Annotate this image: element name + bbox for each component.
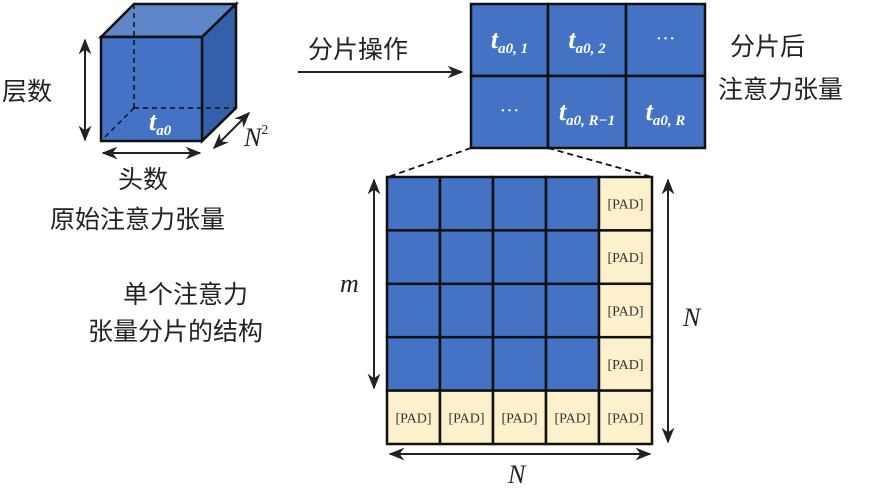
pad-label: [PAD]: [607, 251, 643, 266]
ellipsis-label: ···: [656, 28, 676, 50]
pad-label: [PAD]: [607, 305, 643, 320]
structure-caption-line1: 单个注意力: [123, 280, 248, 309]
pad-label: [PAD]: [554, 411, 590, 426]
pad-label: [PAD]: [395, 411, 431, 426]
data-cell: [438, 282, 495, 339]
original-tensor-cube: ta0: [97, 1, 240, 144]
depth-label: N2: [243, 123, 268, 152]
data-cell: [385, 282, 442, 339]
shard-cell: [469, 74, 550, 150]
pad-label: [PAD]: [501, 411, 537, 426]
data-cell: [438, 175, 495, 232]
pad-cell: [438, 389, 495, 446]
data-cell: [544, 335, 601, 392]
shard-tensor-label: ta0, R−1: [559, 97, 615, 129]
heads-label: 头数: [118, 165, 168, 194]
data-cell: [491, 282, 548, 339]
data-cell: [385, 175, 442, 232]
original-tensor-caption: 原始注意力张量: [50, 205, 225, 234]
sharded-caption-line1: 分片后: [730, 32, 805, 61]
shard-cell: [469, 2, 550, 78]
data-cell: [385, 229, 442, 286]
sharded-caption-line2: 注意力张量: [718, 75, 843, 104]
data-cell: [544, 229, 601, 286]
n-bottom-label: N: [507, 460, 527, 488]
shard-cell: [624, 74, 707, 150]
cube-hidden-edges: [100, 4, 236, 142]
m-label: m: [340, 269, 359, 298]
sharded-tensor-grid: ta0, 1 ta0, 2 ··· ··· ta0, R−1 ta0, R: [469, 2, 707, 150]
data-cell: [385, 335, 442, 392]
pad-label: [PAD]: [448, 411, 484, 426]
n-right-label: N: [682, 303, 702, 332]
shard-tensor-label: ta0, R: [646, 97, 686, 129]
layers-label: 层数: [2, 77, 52, 106]
depth-arrow: [212, 111, 251, 150]
zoom-guide-lines: [387, 147, 653, 178]
structure-caption-line2: 张量分片的结构: [88, 317, 263, 346]
pad-cell: [597, 282, 654, 339]
data-cell: [544, 175, 601, 232]
data-cell: [438, 335, 495, 392]
data-cell: [491, 175, 548, 232]
pad-cell: [597, 389, 654, 446]
shard-structure-grid: [PAD] [PAD] [PAD] [PAD] [PAD] [PAD] [PAD] [PAD]…: [385, 175, 654, 446]
cube-tensor-label: ta0: [149, 107, 172, 139]
pad-label: [PAD]: [607, 411, 643, 426]
ellipsis-label: ···: [500, 100, 520, 122]
shard-operation-label: 分片操作: [308, 35, 408, 64]
data-cell: [544, 282, 601, 339]
data-cell: [491, 335, 548, 392]
pad-label: [PAD]: [607, 358, 643, 373]
pad-label: [PAD]: [607, 198, 643, 213]
pad-cell: [597, 335, 654, 392]
pad-cell: [491, 389, 548, 446]
shard-cell: [546, 2, 628, 78]
pad-cell: [597, 175, 654, 232]
shard-tensor-label: ta0, 1: [491, 25, 528, 57]
data-cell: [438, 229, 495, 286]
shard-tensor-label: ta0, 2: [568, 25, 606, 57]
data-cell: [491, 229, 548, 286]
